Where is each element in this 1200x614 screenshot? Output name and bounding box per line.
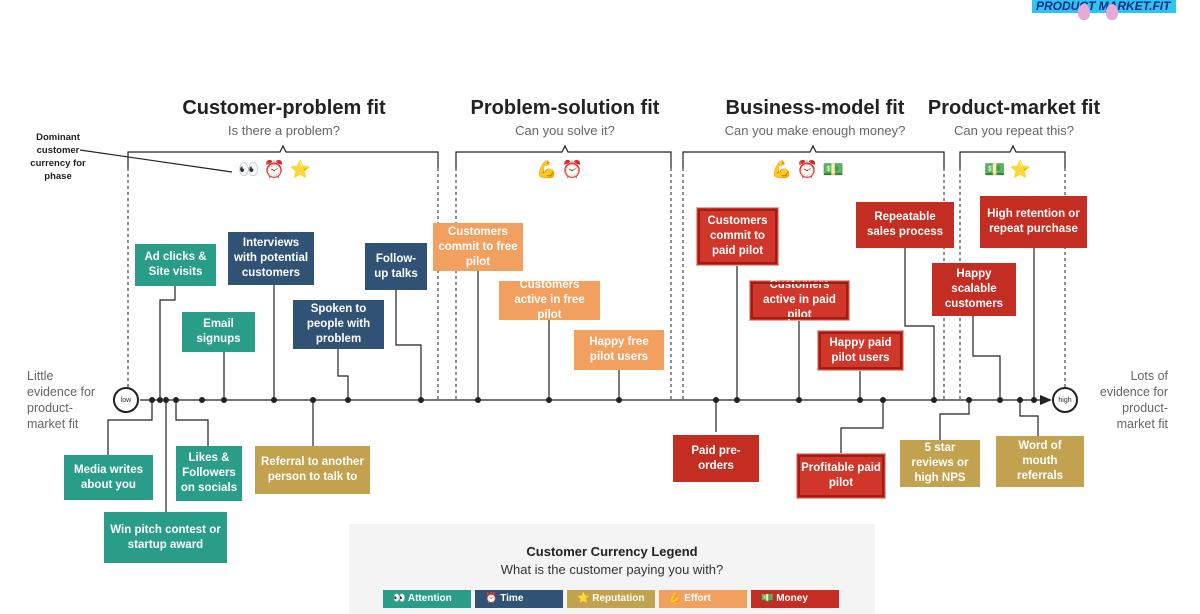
phase-title-customer-problem: Customer-problem fit (182, 97, 386, 119)
milestone-media-writes: Media writes about you (64, 455, 153, 500)
milestone-active-paid-pilot: Customers active in paid pilot (750, 279, 849, 321)
milestone-paid-preorders: Paid pre-orders (673, 435, 759, 482)
milestone-spoken-to: Spoken to people with problem (293, 300, 384, 349)
brand-logo: PRODUCT MARKET.FIT (1032, 0, 1176, 13)
milestone-ad-clicks: Ad clicks & Site visits (135, 244, 216, 286)
axis-high-marker: high (1052, 387, 1078, 413)
phase-subtitle-customer-problem: Is there a problem? (227, 123, 340, 138)
legend-title: Customer Currency Legend (526, 544, 698, 559)
phase-currency-icons: 👀 ⏰ ⭐ (238, 160, 311, 179)
brand-mascot-icon (1106, 4, 1118, 20)
axis-right-label: Lots of evidence for product-market fit (1099, 369, 1168, 431)
milestone-happy-free-pilot: Happy free pilot users (574, 330, 664, 370)
milestone-likes-followers: Likes & Followers on socials (176, 446, 242, 501)
milestone-interviews: Interviews with potential customers (228, 232, 314, 285)
milestone-high-retention: High retention or repeat purchase (980, 196, 1087, 248)
milestone-win-pitch: Win pitch contest or startup award (104, 512, 227, 563)
phase-subtitle-product-market: Can you repeat this? (954, 123, 1074, 138)
milestone-follow-up: Follow-up talks (365, 243, 427, 290)
phase-currency-icons: 💵 ⭐ (984, 160, 1032, 179)
phase-title-business-model: Business-model fit (725, 97, 905, 119)
milestone-referral: Referral to another person to talk to (255, 446, 370, 494)
phase-currency-icons: 💪 ⏰ (536, 160, 584, 179)
milestone-active-free-pilot: Customers active in free pilot (499, 279, 600, 321)
milestone-word-of-mouth: Word of mouth referrals (996, 436, 1084, 487)
phase-subtitle-problem-solution: Can you solve it? (515, 123, 615, 138)
legend-chip-attention: 👀 Attention (383, 590, 471, 608)
milestone-five-star-reviews: 5 star reviews or high NPS (900, 440, 980, 487)
legend-chip-time: ⏰ Time (475, 590, 563, 608)
phase-subtitle-business-model: Can you make enough money? (724, 123, 906, 138)
currency-legend: Customer Currency Legend What is the cus… (349, 524, 875, 614)
legend-chip-reputation: ⭐ Reputation (567, 590, 655, 608)
phase-title-product-market: Product-market fit (927, 97, 1101, 119)
milestone-repeatable-sales: Repeatable sales process (856, 202, 954, 248)
milestone-happy-paid-pilot: Happy paid pilot users (818, 331, 903, 370)
dominant-currency-label: Dominant customer currency for phase (30, 132, 86, 182)
phase-title-problem-solution: Problem-solution fit (470, 97, 660, 119)
milestone-commit-paid-pilot: Customers commit to paid pilot (697, 208, 778, 265)
brand-mascot-icon (1078, 4, 1090, 20)
milestone-profitable-pilot: Profitable paid pilot (797, 454, 885, 498)
milestone-email-signups: Email signups (182, 312, 255, 352)
milestone-commit-free-pilot: Customers commit to free pilot (433, 223, 523, 271)
legend-chip-effort: 💪 Effort (659, 590, 747, 608)
legend-subtitle: What is the customer paying you with? (500, 562, 724, 577)
axis-low-marker: low (113, 387, 139, 413)
legend-chip-money: 💵 Money (751, 590, 839, 608)
diagram-lines (79, 144, 1066, 512)
axis-left-label: Little evidence for product-market fit (27, 369, 96, 431)
phase-currency-icons: 💪 ⏰ 💵 (771, 160, 844, 179)
milestone-happy-scalable: Happy scalable customers (932, 263, 1016, 316)
